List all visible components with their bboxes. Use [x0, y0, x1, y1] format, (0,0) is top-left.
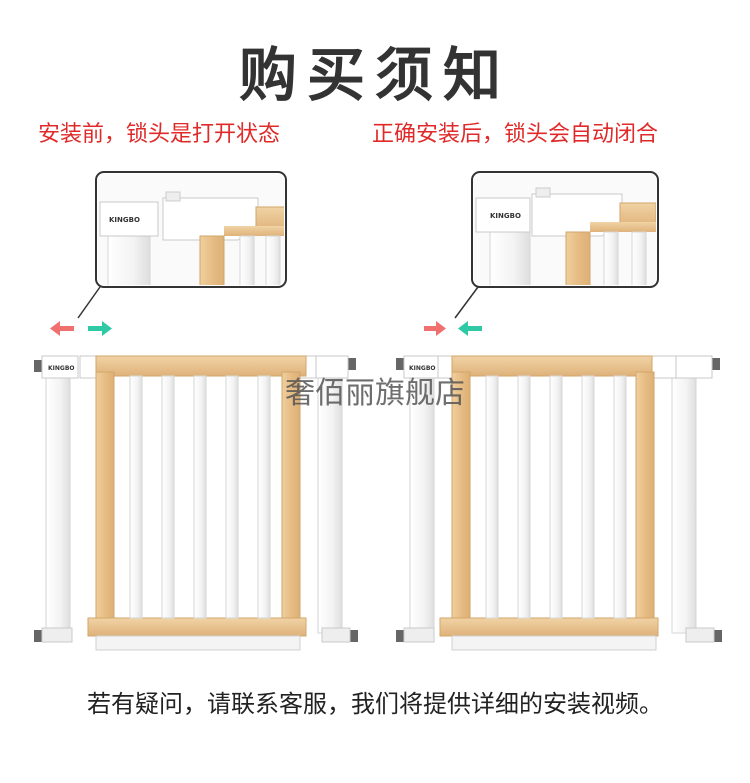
arrow-right-red-icon — [424, 321, 446, 336]
gate-closed: KINGBO — [396, 355, 722, 651]
page-title: 购买须知 — [238, 41, 511, 109]
arrows-open — [50, 321, 112, 336]
gate-brand-mark: KINGBO — [48, 365, 75, 372]
zoom-callout-closed: KINGBO — [454, 171, 659, 319]
gate-open: KINGBO — [34, 355, 358, 651]
brand-mark-2: KINGBO — [490, 212, 521, 220]
store-watermark: 奢佰丽旗舰店 — [285, 376, 465, 411]
footer-note: 若有疑问，请联系客服，我们将提供详细的安装视频。 — [87, 690, 663, 718]
caption-after-install: 正确安装后，锁头会自动闭合 — [372, 122, 659, 147]
caption-before-install: 安装前，锁头是打开状态 — [38, 122, 281, 147]
gate-brand-mark-2: KINGBO — [409, 365, 436, 372]
arrow-left-teal-icon — [458, 321, 482, 336]
brand-mark: KINGBO — [109, 216, 140, 224]
zoom-callout-open: KINGBO — [77, 171, 287, 319]
arrows-closed — [424, 321, 482, 336]
arrow-right-teal-icon — [88, 321, 112, 336]
arrow-left-red-icon — [50, 321, 74, 336]
